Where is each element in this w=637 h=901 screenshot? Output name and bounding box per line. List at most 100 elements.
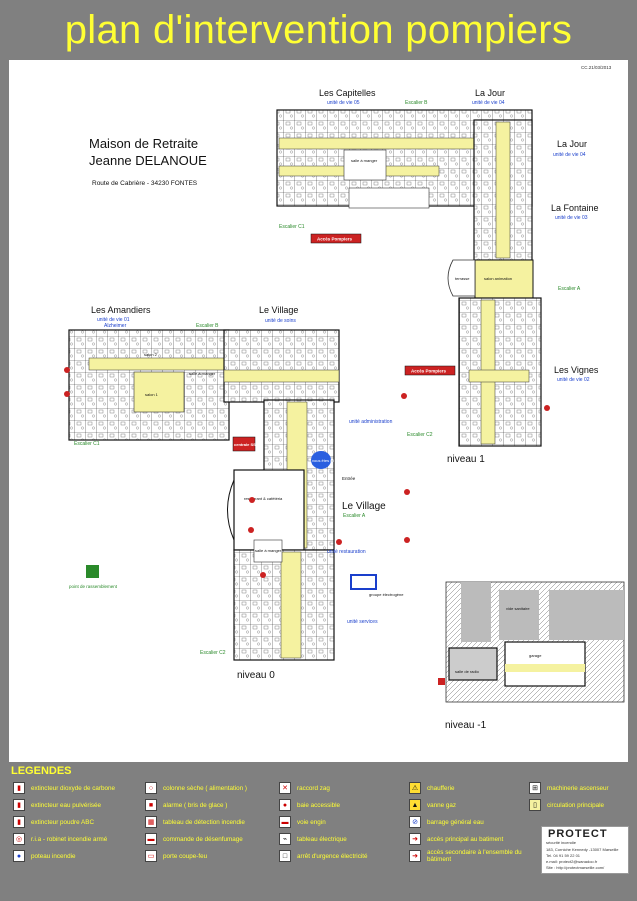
animation-lounge xyxy=(474,259,534,299)
detection-panel-icon: ▦ xyxy=(145,816,157,828)
room-generator: groupe électrogène xyxy=(369,592,404,597)
unit-administration-1: unité administration xyxy=(349,419,393,425)
water-shutoff-icon: ⊘ xyxy=(409,816,421,828)
wing-capitelles-unit: unité de vie 05 xyxy=(327,100,360,106)
stair-c1-top: Escalier C1 xyxy=(279,224,305,230)
corridor-south xyxy=(280,551,302,659)
wing-village-block xyxy=(223,329,340,403)
level-minus1-label: niveau -1 xyxy=(445,720,487,731)
unit-restauration: unité restauration xyxy=(327,549,366,555)
corridor-village xyxy=(223,369,340,383)
plan-sheet: CC.21/03/2013 Maison de Retraite Jeanne … xyxy=(9,60,628,762)
fire-hose-icon: ◎ xyxy=(13,833,25,845)
page-title: plan d'intervention pompiers xyxy=(64,7,573,52)
basement-grey-3 xyxy=(549,590,624,640)
room-salon-2: salon 2 xyxy=(144,352,158,357)
wing-amandiers-name: Les Amandiers xyxy=(91,305,151,315)
water-extinguisher-icon: ▮ xyxy=(13,799,25,811)
wing-village-top-unit: unité de soins xyxy=(265,318,296,324)
stair-c2-right: Escalier C2 xyxy=(407,432,433,438)
protect-phone: Tel. 04 91 59 22 01 xyxy=(546,853,581,858)
level-0-plan xyxy=(68,329,340,661)
legend-title: LEGENDES xyxy=(11,765,72,777)
legend-item: ○colonne sèche ( alimentation ) xyxy=(145,782,247,794)
legend-item: ▦tableau de détection incendie xyxy=(145,816,245,828)
terrace-curve xyxy=(447,259,476,297)
main-access-icon: ➜ xyxy=(409,833,421,845)
stair-a-center: Escalier A xyxy=(343,513,366,519)
room-dining-left: salle à manger xyxy=(189,371,216,376)
legend-item: ▯circulation principale xyxy=(529,799,604,811)
fire-access-marker-1 xyxy=(310,233,362,244)
you-are-here-label: vous êtes ici xyxy=(312,458,334,463)
powder-extinguisher-icon: ▮ xyxy=(13,816,25,828)
basement-grey-2 xyxy=(499,590,539,640)
protect-email: e.mail: protect2@wanadoo.fr xyxy=(546,859,598,864)
legend-item: ➜accès secondaire à l'ensemble du bâtime… xyxy=(409,849,527,863)
fire-door-icon: ▭ xyxy=(145,850,157,862)
facility-name-line1: Maison de Retraite xyxy=(89,136,198,151)
corridor-right xyxy=(495,121,511,259)
emergency-stop-icon: □ xyxy=(279,850,291,862)
wing-lajour-top-unit: unité de vie 04 xyxy=(472,100,505,106)
basement-corridor xyxy=(505,664,585,672)
room-terrace: terrasse xyxy=(455,276,470,281)
wing-fontaine-name: La Fontaine xyxy=(551,203,599,213)
accessible-bay-icon: ● xyxy=(279,799,291,811)
wing-village-top-name: Le Village xyxy=(259,305,298,315)
legend-item: ●baie accessible xyxy=(279,799,340,811)
fire-access-label-1: Accès Pompiers xyxy=(317,237,353,242)
entrance-label: Entrée xyxy=(342,476,356,481)
level-1-label: niveau 1 xyxy=(447,454,485,465)
legend-item: ▲vanne gaz xyxy=(409,799,456,811)
basement-red-marker xyxy=(438,678,445,685)
co2-extinguisher-icon: ▮ xyxy=(13,782,25,794)
legend-item: ➜accès principal au batiment xyxy=(409,833,503,845)
room-dining-top: salle à manger xyxy=(351,158,378,163)
wing-lajour-top-name: La Jour xyxy=(475,88,505,98)
ssi-panel-label: centrale SSI xyxy=(234,442,257,447)
legend-item: ▭porte coupe-feu xyxy=(145,850,207,862)
stair-b-top: Escalier B xyxy=(405,100,428,106)
electrical-panel-icon: ⌁ xyxy=(279,833,291,845)
main-circulation-icon: ▯ xyxy=(529,799,541,811)
stair-b-left: Escalier B xyxy=(196,323,219,329)
zag-coupling-icon: ✕ xyxy=(279,782,291,794)
legend-item: ■alarme ( bris de glace ) xyxy=(145,799,227,811)
protect-address: 183, Corniche Kennedy -13007 Marseille xyxy=(546,847,619,852)
level-minus1-plan xyxy=(445,581,625,703)
assembly-point-label: point de rassemblement xyxy=(69,584,118,589)
room-animation: salon animation xyxy=(484,276,512,281)
floor-plan: CC.21/03/2013 Maison de Retraite Jeanne … xyxy=(64,65,625,731)
corridor-vignes-diag xyxy=(468,369,530,383)
room-garage: garage xyxy=(529,653,542,658)
wing-amandiers-sub: Alzheimer xyxy=(104,323,127,329)
wing-village-bottom-name: Le Village xyxy=(342,501,386,512)
legend-item: ⌁tableau électrique xyxy=(279,833,347,845)
fire-access-marker-2 xyxy=(404,365,456,376)
wing-lajour-right-unit: unité de vie 04 xyxy=(553,152,586,158)
terrace-top xyxy=(348,187,430,209)
protect-tagline: sécurité incendie xyxy=(546,840,577,845)
unit-services: unité services xyxy=(347,619,378,625)
facility-address: Route de Cabrière - 34230 FONTES xyxy=(92,180,198,187)
protect-site: Site : http://protectmarseille.com/ xyxy=(546,865,605,870)
header: plan d'intervention pompiers xyxy=(0,0,637,60)
you-are-here-marker xyxy=(311,451,331,469)
gas-valve-icon: ▲ xyxy=(409,799,421,811)
wing-vignes-unit: unité de vie 02 xyxy=(557,377,590,383)
bottom-margin xyxy=(0,874,637,901)
wing-amandiers-unit: unité de vie 01 xyxy=(97,317,130,323)
legend-item: ◎r.i.a - robinet incendie armé xyxy=(13,833,107,845)
stair-a-right: Escalier A xyxy=(558,286,581,292)
legend-item: ⊘barrage général eau xyxy=(409,816,484,828)
room-vide-sanitaire: vide sanitaire xyxy=(506,606,530,611)
protect-logo-block: PROTECT sécurité incendie 183, Corniche … xyxy=(541,826,629,874)
corridor-amandiers xyxy=(88,357,230,371)
basement-grey-1 xyxy=(461,582,491,642)
hydrant-icon: ● xyxy=(13,850,25,862)
ssi-panel-marker xyxy=(232,436,256,452)
legend-item: ⚠chaufferie xyxy=(409,782,455,794)
assembly-point-icon xyxy=(86,565,99,578)
room-radio: salle de radio xyxy=(455,669,480,674)
